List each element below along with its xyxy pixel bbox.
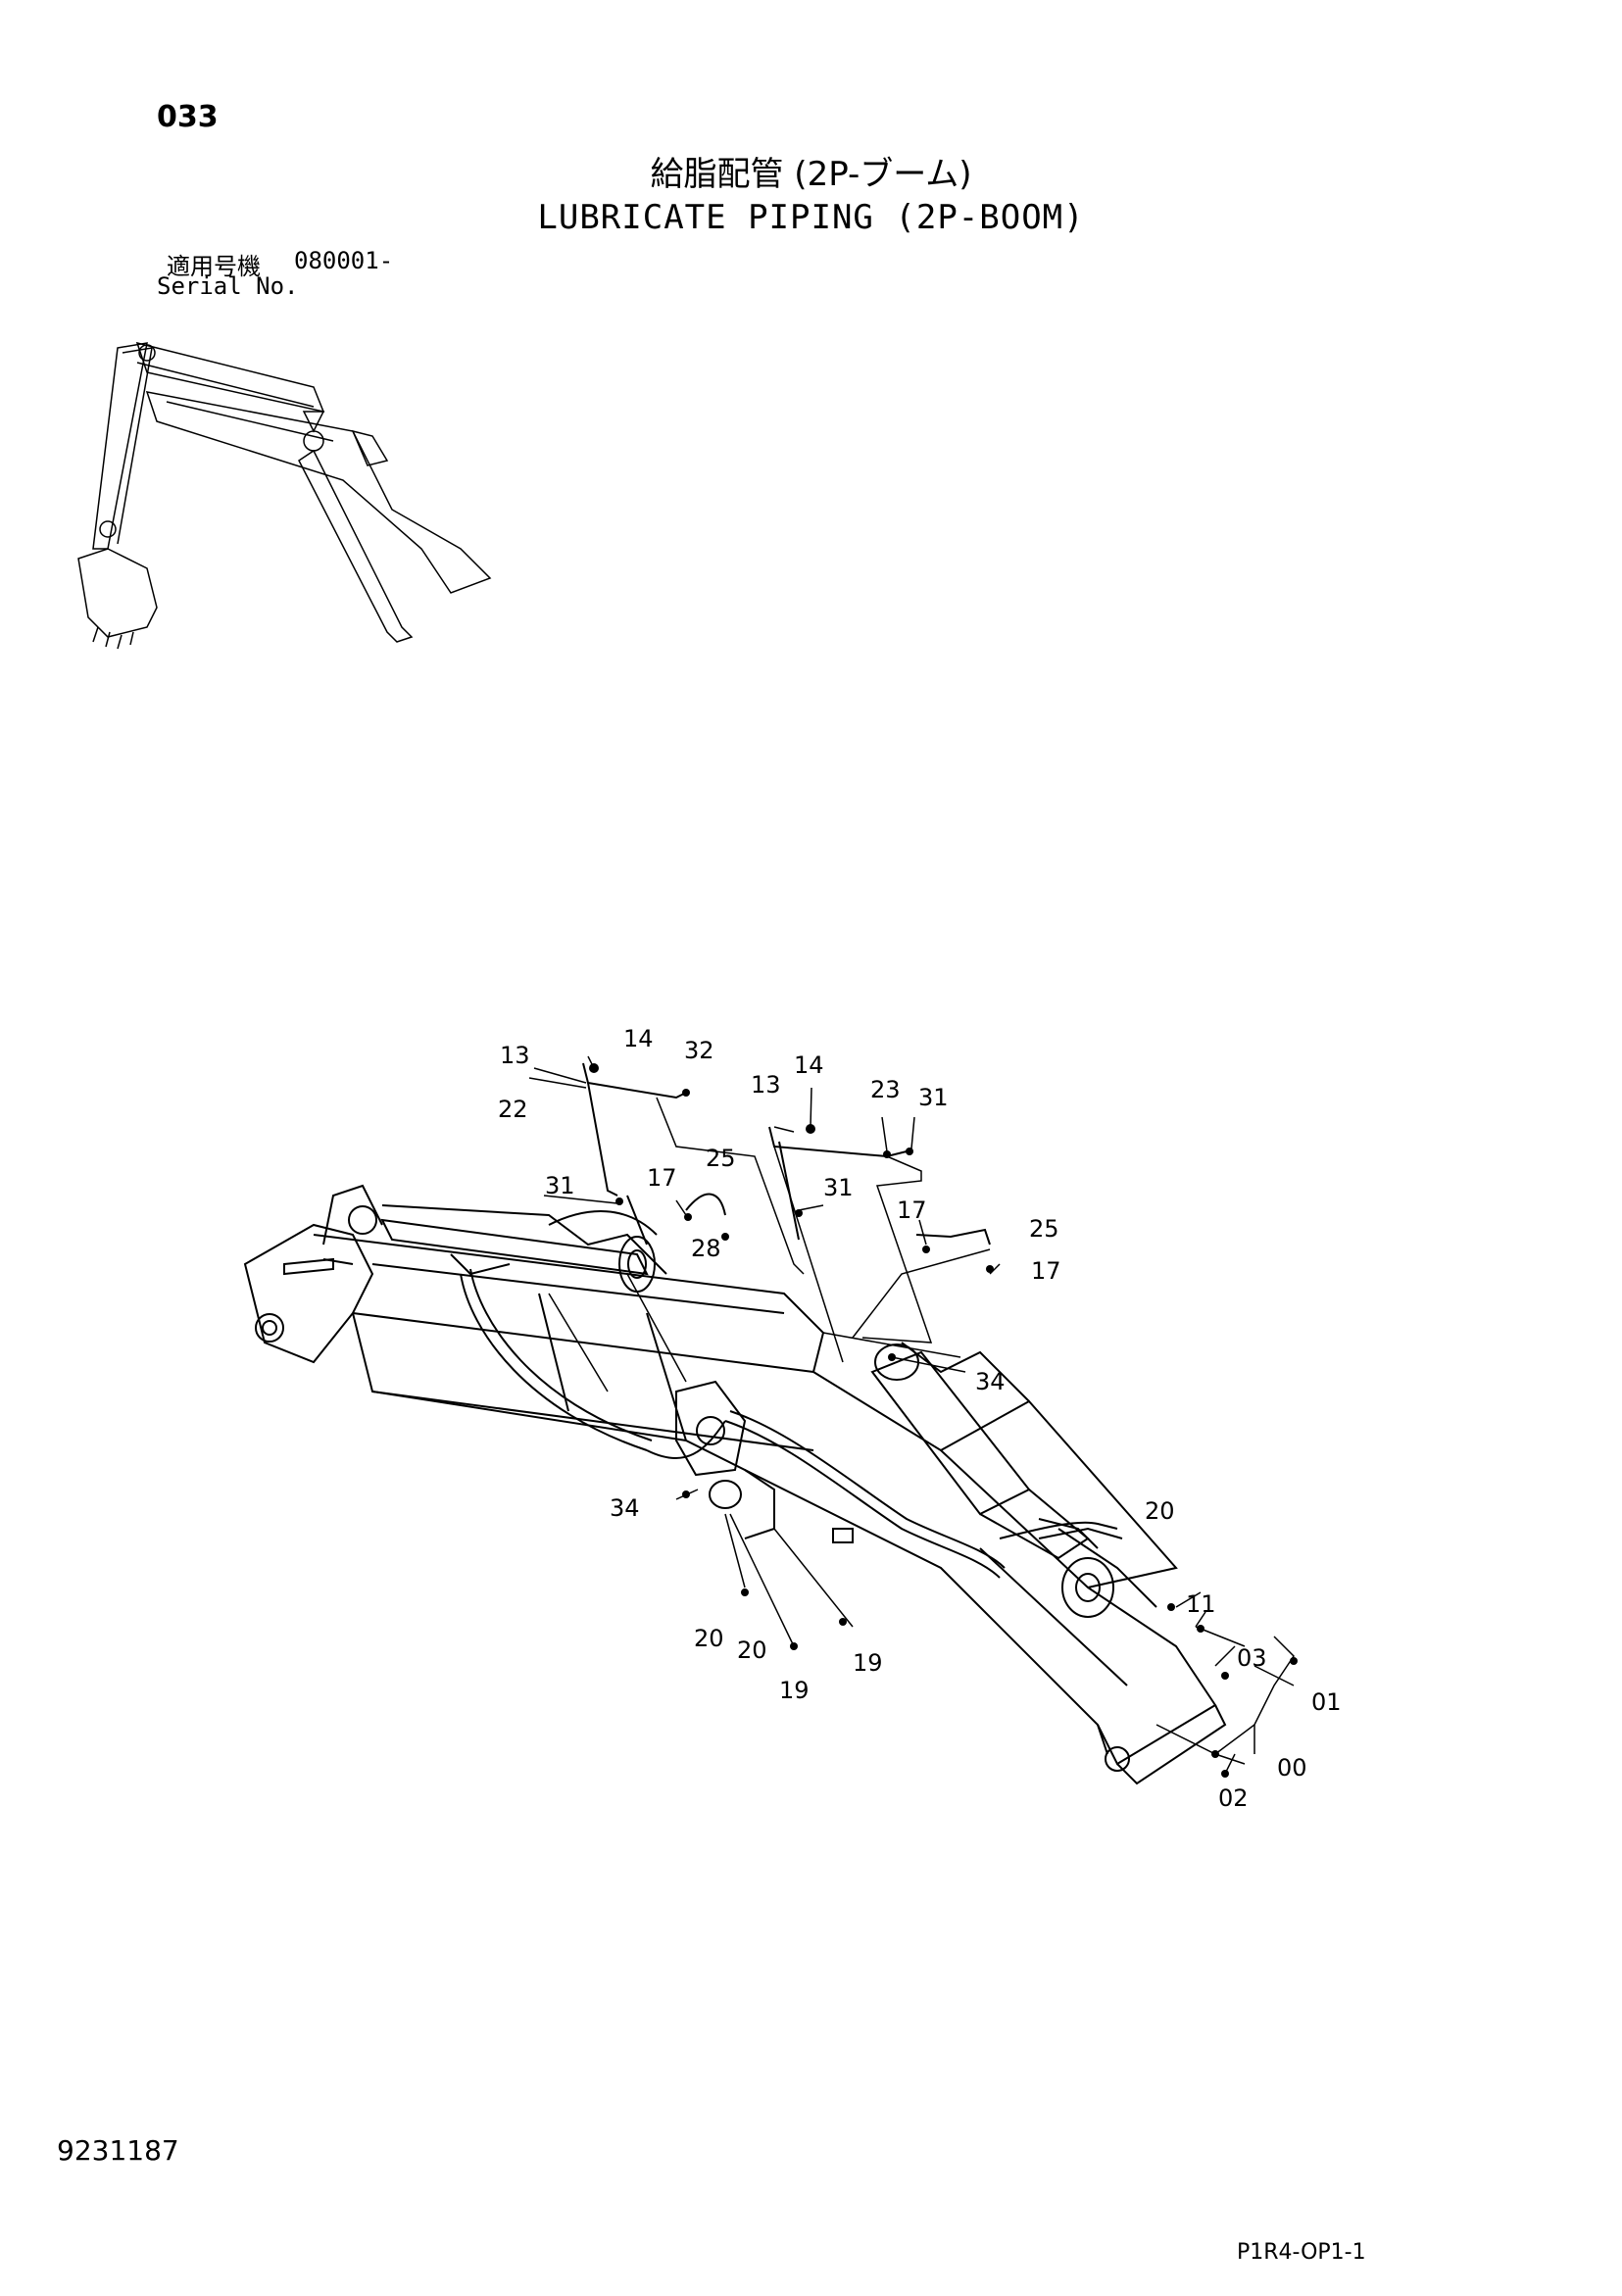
connection-guides [548, 1097, 1295, 1765]
part-label: 14 [623, 1025, 654, 1052]
part-label: 13 [500, 1042, 530, 1069]
part-label: 17 [897, 1197, 927, 1224]
sheet-code: P1R4-OP1-1 [1237, 2240, 1366, 2265]
part-label: 19 [853, 1649, 883, 1677]
part-label: 34 [975, 1368, 1006, 1395]
part-label: 13 [751, 1071, 781, 1099]
part-label: 14 [794, 1051, 824, 1079]
part-label: 19 [779, 1677, 810, 1704]
part-label: 34 [610, 1494, 640, 1522]
part-label: 31 [545, 1172, 575, 1199]
part-label: 32 [684, 1037, 714, 1064]
serial-label-english: Serial No. [157, 272, 299, 300]
part-label: 20 [737, 1637, 767, 1664]
page-number: 033 [157, 100, 219, 134]
part-label: 25 [1029, 1215, 1059, 1243]
title-japanese: 給脂配管 (2P-ブーム) [650, 155, 972, 194]
part-label: 00 [1277, 1754, 1307, 1782]
leader-lines [528, 1055, 1295, 1775]
part-label: 23 [870, 1076, 901, 1103]
serial-number: 080001- [294, 247, 394, 274]
hydraulic-hoses [460, 1210, 1123, 1579]
title-english: LUBRICATE PIPING (2P-BOOM) [537, 198, 1085, 237]
grease-lines [582, 1062, 991, 1246]
boom-foot-fittings [675, 1380, 854, 1543]
part-label: 25 [706, 1145, 736, 1172]
part-label: 03 [1237, 1644, 1267, 1672]
part-label: 02 [1218, 1784, 1249, 1812]
boom-body [243, 1184, 1227, 1785]
part-label: 31 [823, 1174, 854, 1201]
part-label: 28 [691, 1235, 721, 1262]
drawing-number: 9231187 [57, 2134, 179, 2167]
part-label: 31 [918, 1084, 949, 1111]
serial-label-japanese: 適用号機 [167, 253, 261, 280]
part-label: 20 [1145, 1497, 1175, 1525]
part-label: 17 [647, 1164, 677, 1192]
fitting-dots [589, 1063, 1298, 1778]
part-label: 20 [694, 1625, 724, 1652]
part-number-labels: 13 14 32 22 13 14 23 31 31 17 25 31 28 1… [498, 1025, 1342, 1812]
part-label: 11 [1186, 1590, 1216, 1618]
part-label: 17 [1031, 1257, 1061, 1285]
part-label: 22 [498, 1096, 528, 1123]
part-label: 01 [1311, 1688, 1342, 1716]
